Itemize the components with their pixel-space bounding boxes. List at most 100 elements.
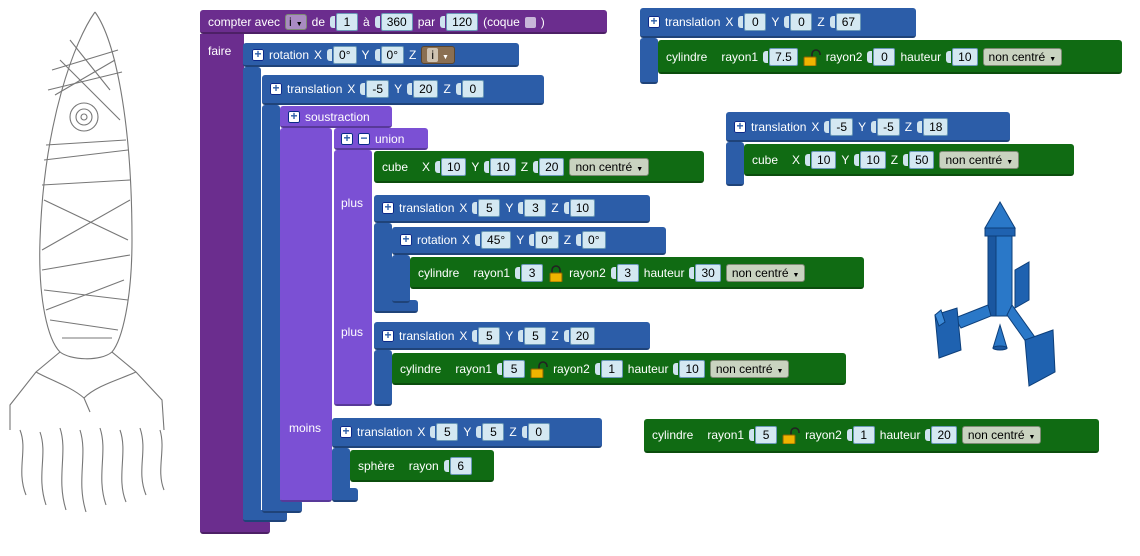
translation-z-field[interactable]: 0 — [521, 423, 550, 441]
radius2-field[interactable]: 3 — [610, 264, 639, 282]
height-field[interactable]: 20 — [925, 426, 957, 444]
radius1-field[interactable]: 3 — [515, 264, 544, 282]
translation-x-field[interactable]: -5 — [824, 118, 854, 136]
x-label: X — [462, 233, 471, 247]
translation-x-field[interactable]: 0 — [738, 13, 767, 31]
expand-plus-icon[interactable]: + — [734, 120, 746, 133]
lock-open-icon[interactable] — [803, 48, 821, 66]
expand-plus-icon[interactable]: + — [341, 132, 353, 145]
expand-plus-icon[interactable]: + — [340, 425, 352, 438]
radius1-field[interactable]: 5 — [749, 426, 778, 444]
radius1-label: rayon1 — [455, 362, 493, 376]
center-mode-dropdown[interactable]: non centré▼ — [939, 151, 1020, 169]
expand-plus-icon[interactable]: + — [252, 48, 264, 61]
expand-plus-icon[interactable]: + — [288, 110, 300, 123]
center-mode-dropdown[interactable]: non centré▼ — [725, 264, 806, 282]
translation-x-field[interactable]: 5 — [430, 423, 459, 441]
cube-x-field[interactable]: 10 — [435, 158, 467, 176]
loop-var-dropdown[interactable]: i▼ — [285, 14, 307, 30]
translation-block-1[interactable] — [262, 75, 544, 105]
loop-to-label: à — [363, 15, 370, 29]
rotation-y-field[interactable]: 0° — [374, 46, 405, 64]
translation-x-field[interactable]: -5 — [360, 80, 390, 98]
y-label: Y — [505, 329, 514, 343]
translation-z-field[interactable]: 67 — [829, 13, 862, 31]
lock-closed-icon[interactable] — [548, 264, 564, 282]
cylinder-label: cylindre — [666, 50, 708, 64]
cube-z-field[interactable]: 50 — [903, 151, 935, 169]
translation-block-2[interactable] — [374, 195, 650, 223]
height-field[interactable]: 10 — [673, 360, 705, 378]
center-mode-dropdown[interactable]: non centré▼ — [709, 360, 790, 378]
rocket-3d-model-preview — [934, 200, 1056, 387]
translation-y-field[interactable]: 3 — [518, 199, 547, 217]
center-mode-dropdown[interactable]: non centré▼ — [982, 48, 1063, 66]
height-field[interactable]: 10 — [946, 48, 978, 66]
translation-y-field[interactable]: 0 — [784, 13, 813, 31]
loop-by-field[interactable]: 120 — [440, 13, 479, 31]
translation-y-field[interactable]: 5 — [518, 327, 547, 345]
translation-3-row: + translation X 5 Y 5 Z 20 — [382, 324, 600, 348]
expand-plus-icon[interactable]: + — [400, 233, 412, 246]
translation-z-field[interactable]: 18 — [917, 118, 949, 136]
y-label: Y — [463, 425, 472, 439]
translation-x-field[interactable]: 5 — [472, 327, 501, 345]
translation-block-5[interactable] — [640, 8, 916, 38]
x-label: X — [459, 329, 468, 343]
translation-z-field[interactable]: 0 — [455, 80, 484, 98]
radius2-field[interactable]: 0 — [867, 48, 896, 66]
translation-block-3[interactable] — [374, 322, 650, 350]
radius2-label: rayon2 — [569, 266, 606, 280]
translation-z-field[interactable]: 10 — [563, 199, 596, 217]
loop-from-label: de — [311, 15, 325, 29]
z-label: Z — [890, 153, 899, 167]
expand-plus-icon[interactable]: + — [382, 201, 394, 214]
rotation-x-field[interactable]: 0° — [327, 46, 357, 64]
height-label: hauteur — [643, 266, 685, 280]
loop-to-field[interactable]: 360 — [374, 13, 413, 31]
cube-z-field[interactable]: 20 — [533, 158, 565, 176]
height-label: hauteur — [900, 50, 942, 64]
shell-checkbox[interactable] — [524, 16, 536, 28]
translation-label: translation — [399, 201, 455, 215]
loop-from-field[interactable]: 1 — [330, 13, 358, 31]
radius2-field[interactable]: 1 — [846, 426, 875, 444]
translation-x-field[interactable]: 5 — [472, 199, 501, 217]
rotation-z-field[interactable]: 0° — [576, 231, 606, 249]
translation-y-field[interactable]: -5 — [871, 118, 900, 136]
expand-plus-icon[interactable]: + — [382, 329, 394, 342]
rotation-y-field[interactable]: 0° — [529, 231, 559, 249]
subtraction-block[interactable] — [280, 106, 392, 128]
center-mode-dropdown[interactable]: non centré▼ — [961, 426, 1042, 444]
collapse-minus-icon[interactable]: − — [358, 132, 370, 145]
rotation-x-field[interactable]: 45° — [475, 231, 512, 249]
radius1-label: rayon1 — [721, 50, 759, 64]
expand-plus-icon[interactable]: + — [270, 82, 282, 95]
rotation-z-variable[interactable]: i▼ — [421, 46, 455, 64]
rotation-block-2[interactable] — [392, 227, 666, 255]
z-label: Z — [551, 201, 559, 215]
translation-block-6[interactable] — [726, 112, 1010, 142]
translation-z-field[interactable]: 20 — [563, 327, 596, 345]
union-block[interactable] — [334, 128, 428, 150]
radius2-field[interactable]: 1 — [594, 360, 623, 378]
lock-open-icon[interactable] — [782, 426, 800, 444]
cube-y-field[interactable]: 10 — [854, 151, 886, 169]
lock-open-icon[interactable] — [530, 360, 548, 378]
cube-x-field[interactable]: 10 — [805, 151, 837, 169]
loop-body-frame — [200, 34, 244, 534]
translation-block-4[interactable] — [332, 418, 602, 448]
expand-plus-icon[interactable]: + — [648, 15, 660, 28]
center-mode-dropdown[interactable]: non centré▼ — [569, 158, 650, 176]
cube-y-field[interactable]: 10 — [484, 158, 516, 176]
height-field[interactable]: 30 — [689, 264, 721, 282]
radius-field[interactable]: 6 — [443, 457, 472, 475]
translation-y-field[interactable]: 5 — [476, 423, 505, 441]
radius1-field[interactable]: 7.5 — [763, 48, 798, 66]
rotation-2-row: + rotation X 45° Y 0° Z 0° — [400, 228, 611, 252]
translation-y-field[interactable]: 20 — [407, 80, 439, 98]
radius1-field[interactable]: 5 — [497, 360, 526, 378]
loop-count-label: compter avec — [208, 15, 281, 29]
radius1-label: rayon1 — [707, 428, 745, 442]
loop-by-label: par — [417, 15, 436, 29]
